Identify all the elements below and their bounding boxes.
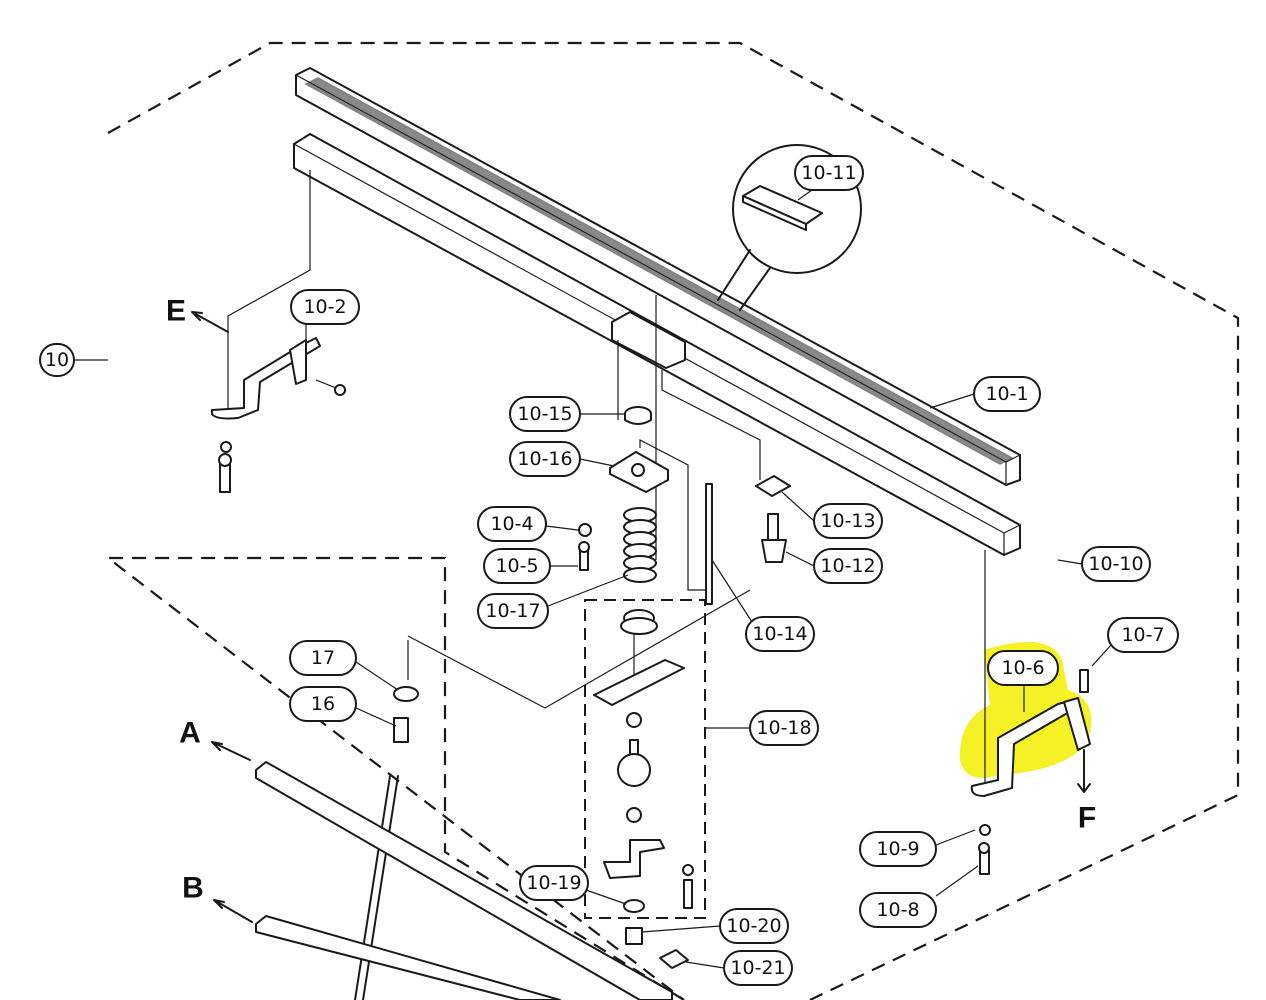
arrow-E	[191, 311, 229, 333]
rods	[255, 686, 673, 1000]
arrow-F	[1077, 749, 1091, 793]
callout-label: 10-8	[876, 899, 919, 921]
callout-10-20: 10-20	[641, 908, 789, 944]
rail-10-1	[295, 67, 1021, 486]
callout-10-13: 10-13	[781, 491, 883, 539]
callout-10-7: 10-7	[1091, 617, 1179, 667]
spring-assembly	[578, 406, 791, 635]
callout-label: 10-7	[1121, 624, 1164, 646]
assembly-boundary	[104, 41, 1240, 1000]
callout-label: 10-13	[820, 510, 875, 532]
arrow-A	[211, 741, 251, 761]
detail-circle-10-11	[717, 144, 862, 311]
arrow-B	[213, 899, 253, 923]
callout-10-19: 10-19	[519, 865, 627, 905]
callout-label: 10-1	[985, 383, 1028, 405]
callout-label: 16	[311, 693, 335, 715]
callout-label: 10-4	[490, 513, 533, 535]
callout-label: 10	[45, 349, 69, 371]
callout-label: 10-18	[756, 717, 811, 739]
callout-label: 10-6	[1001, 657, 1044, 679]
section-letter-A: A	[179, 717, 201, 750]
section-letter-B: B	[182, 872, 204, 905]
callout-label: 10-16	[517, 448, 572, 470]
callout-10-2: 10-2	[290, 289, 360, 345]
callout-label: 10-20	[726, 915, 781, 937]
callout-label: 10-17	[485, 600, 540, 622]
callout-10-12: 10-12	[785, 548, 883, 584]
callout-10-4: 10-4	[477, 506, 579, 542]
callout-label: 10-15	[517, 403, 572, 425]
callout-10-16: 10-16	[509, 441, 615, 477]
callout-label: 10-9	[876, 838, 919, 860]
callout-label: 10-2	[303, 296, 346, 318]
callout-10-9: 10-9	[859, 829, 976, 867]
callout-10: 10	[39, 343, 108, 377]
callout-label: 10-12	[820, 555, 875, 577]
callout-10-10: 10-10	[1057, 546, 1151, 582]
callout-17: 17	[289, 640, 399, 691]
callout-10-8: 10-8	[859, 865, 979, 928]
bracket-10-2	[211, 337, 347, 493]
callout-10-1: 10-1	[929, 376, 1041, 412]
bracket-10-6	[970, 669, 1091, 875]
callout-10-14: 10-14	[711, 559, 815, 652]
callout-label: 10-19	[526, 872, 581, 894]
leader-lines	[227, 170, 986, 790]
callout-label: 10-10	[1088, 553, 1143, 575]
callout-10-11: 10-11	[794, 155, 864, 201]
callout-10-15: 10-15	[509, 396, 624, 432]
subassembly-box-10-18	[584, 599, 706, 919]
callout-label: 10-14	[752, 623, 807, 645]
callout-10-6: 10-6	[987, 650, 1059, 712]
callout-10-17: 10-17	[477, 574, 629, 629]
section-letter-F: F	[1078, 802, 1096, 835]
callout-10-18: 10-18	[706, 710, 819, 746]
callout-label: 10-11	[801, 162, 856, 184]
callout-label: 10-21	[730, 957, 785, 979]
callout-label: 17	[311, 647, 335, 669]
beam	[293, 133, 1021, 556]
callout-10-5: 10-5	[483, 548, 578, 584]
callout-16: 16	[289, 686, 397, 727]
parts-10-19-21	[623, 899, 689, 969]
subassembly-10-18	[593, 659, 694, 909]
section-letter-E: E	[166, 295, 186, 328]
callout-10-21: 10-21	[685, 950, 793, 986]
callout-label: 10-5	[495, 555, 538, 577]
